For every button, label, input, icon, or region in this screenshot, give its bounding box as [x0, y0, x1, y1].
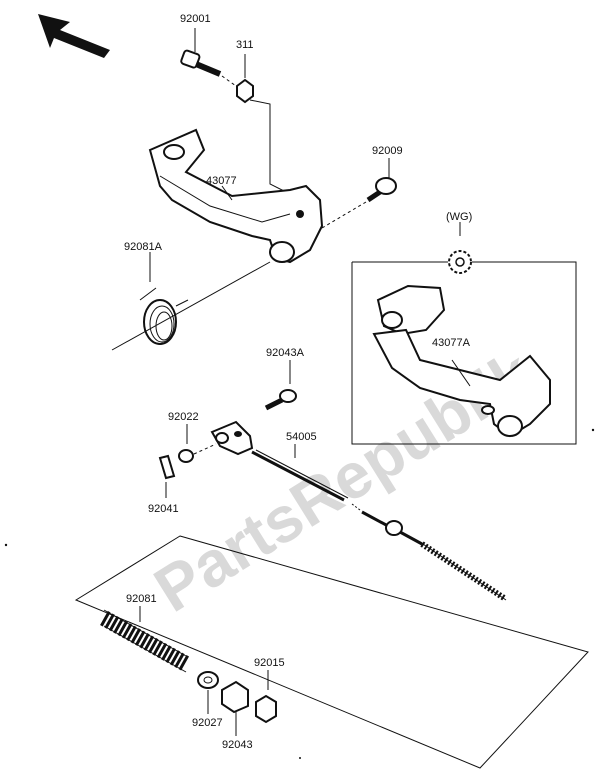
- label-92081a: 92081A: [124, 241, 163, 253]
- label-43077a: 43077A: [432, 337, 471, 349]
- label-54005: 54005: [286, 431, 317, 443]
- joint-92043: [221, 680, 249, 736]
- label-92043: 92043: [222, 739, 253, 751]
- brake-pedal-43077: [148, 128, 324, 264]
- label-92043a: 92043A: [266, 347, 305, 359]
- spring-92081a: [111, 252, 271, 351]
- nut-311: [221, 54, 287, 193]
- clevis-joint: [210, 420, 254, 456]
- gear-icon: [448, 250, 472, 274]
- nut-92015: [255, 670, 277, 724]
- clevis-pin-92043a: [264, 360, 297, 411]
- bolt-92001: [180, 28, 222, 77]
- label-92027: 92027: [192, 717, 223, 729]
- label-311: 311: [236, 39, 254, 51]
- bolt-92009: [321, 158, 397, 229]
- label-92022: 92022: [168, 411, 199, 423]
- label-wg: (WG): [446, 211, 472, 223]
- label-92009: 92009: [372, 145, 403, 157]
- front-direction-arrow-icon: [38, 14, 110, 58]
- lower-assembly-outline: [74, 535, 589, 769]
- washer-92022: [178, 424, 217, 463]
- cotter-pin-92041: [158, 454, 176, 498]
- label-92041: 92041: [148, 503, 179, 515]
- wg-variant-box: [351, 222, 577, 445]
- label-43077: 43077: [206, 175, 237, 187]
- label-92081: 92081: [126, 593, 157, 605]
- washer-92027: [197, 671, 219, 714]
- spring-92081: [100, 606, 190, 673]
- label-92015: 92015: [254, 657, 285, 669]
- label-92001: 92001: [180, 13, 211, 25]
- brake-rod-54005: [251, 444, 507, 601]
